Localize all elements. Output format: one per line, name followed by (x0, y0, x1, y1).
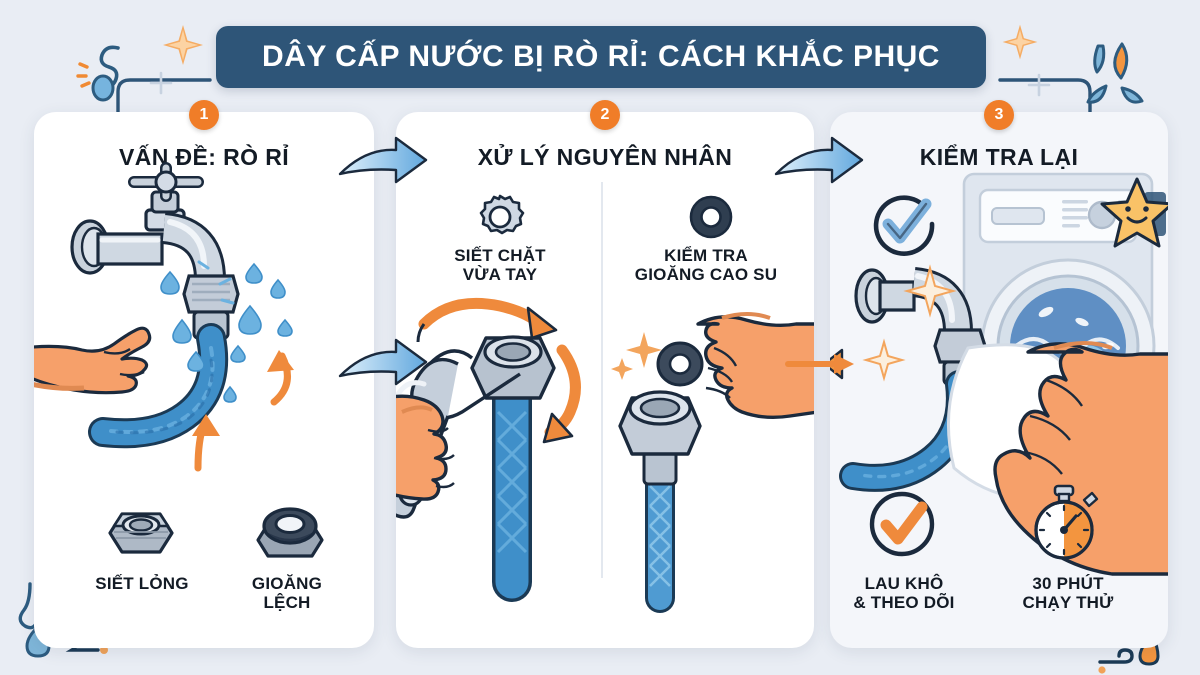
step-badge-2: 2 (590, 100, 620, 130)
panel-1-heading: VẤN ĐỀ: RÒ RỈ (118, 144, 290, 170)
check-circle-blue-icon (873, 195, 935, 256)
panel-2-label-2-line1: KIỂM TRA (664, 246, 748, 265)
panel-step-1[interactable]: VẤN ĐỀ: RÒ RỈ (34, 112, 374, 648)
page-title-bar: DÂY CẤP NƯỚC BỊ RÒ RỈ: CÁCH KHẮC PHỤC (216, 26, 986, 88)
gasket-washer-icon (256, 507, 324, 558)
panel-step-2[interactable]: XỬ LÝ NGUYÊN NHÂN SIẾT CHẶT VỪA TAY KIỂM… (396, 112, 814, 648)
water-splash-top-right (1086, 42, 1144, 104)
step-badge-1: 1 (189, 100, 219, 130)
panel-2-label-2-line2: GIOĂNG CAO SU (634, 265, 778, 285)
gasket-inspection-illustration (611, 312, 814, 613)
panel-2-divider (601, 182, 603, 578)
panel-3-label-2-line1: 30 PHÚT (1032, 574, 1104, 593)
panel-2-label-1: SIẾT CHẶT VỪA TAY (400, 246, 600, 284)
panel-3-label-1-line1: LAU KHÔ (864, 574, 944, 593)
check-circle-icon (869, 491, 935, 557)
panel-2-label-1-line2: VỪA TAY (462, 265, 538, 285)
cross-sparkle-right (1027, 73, 1051, 97)
panel-2-heading: XỬ LÝ NGUYÊN NHÂN (477, 144, 733, 170)
gear-icon (479, 194, 525, 235)
leaking-faucet-illustration (34, 162, 294, 472)
panel-3-label-1: LAU KHÔ & THEO DÕI (830, 574, 984, 612)
smiling-star-icon (1100, 177, 1168, 248)
panel-3-heading: KIỂM TRA LẠI (919, 144, 1079, 170)
cross-sparkle-left (149, 71, 173, 95)
sparkle-star-top-left (163, 25, 203, 65)
panel-2-label-2: KIỂM TRA GIOĂNG CAO SU (602, 246, 810, 284)
wipe-dry-illustration (830, 264, 1168, 576)
panel-1-label-2-line2: LỆCH (263, 593, 311, 613)
stopwatch-icon (1034, 484, 1099, 560)
rubber-ring-icon (689, 195, 733, 239)
panel-3-label-1-line2: & THEO DÕI (853, 593, 955, 613)
sparkle-star-top-right (1002, 24, 1038, 60)
panel-step-3[interactable]: KIỂM TRA LẠI (830, 112, 1168, 648)
step-badge-3: 3 (984, 100, 1014, 130)
water-squiggle-top-left (76, 45, 120, 102)
panel-1-label-2: GIOĂNG LỆCH (212, 574, 362, 612)
panel-2-label-1-line1: SIẾT CHẶT (454, 246, 546, 265)
panel-1-label-1-line1: SIẾT LỎNG (95, 574, 189, 593)
panel-1-label-2-line1: GIOĂNG (251, 574, 323, 593)
wrench-tightening-illustration (396, 297, 581, 602)
panel-3-label-2: 30 PHÚT CHẠY THỬ (988, 574, 1148, 612)
panel-1-label-1: SIẾT LỎNG (62, 574, 222, 593)
page-title: DÂY CẤP NƯỚC BỊ RÒ RỈ: CÁCH KHẮC PHỤC (262, 40, 940, 73)
panel-3-label-2-line2: CHẠY THỬ (1022, 593, 1114, 613)
hex-nut-icon (108, 512, 174, 554)
